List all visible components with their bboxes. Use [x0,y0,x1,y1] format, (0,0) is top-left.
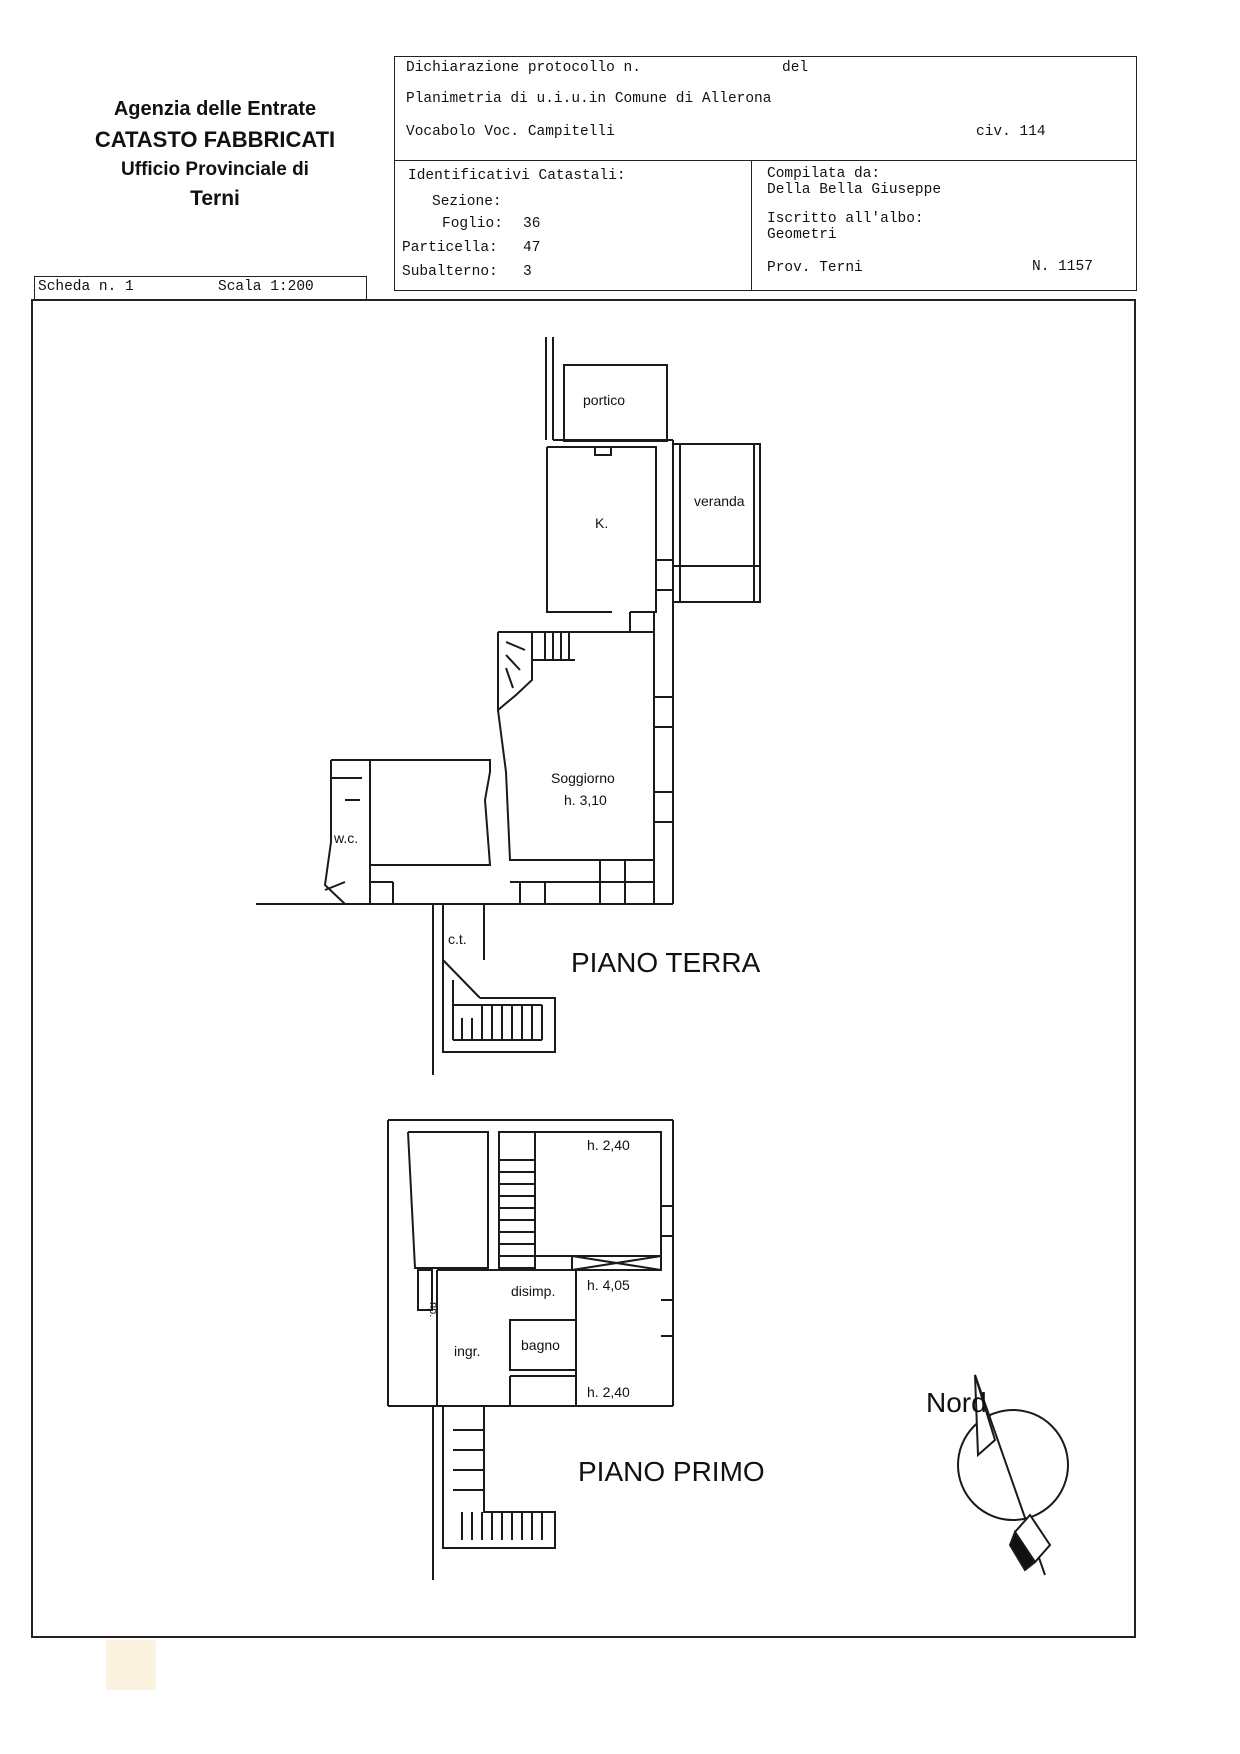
ground-floor-title: PIANO TERRA [571,947,761,978]
living-height: h. 3,10 [564,792,607,808]
living-label: Soggiorno [551,770,615,786]
particella-value: 47 [523,240,541,256]
office-city: Terni [190,187,240,210]
first-floor-walls [387,1119,674,1580]
drawing-frame [31,299,1136,1638]
scale-label: Scala 1:200 [218,279,314,295]
north-label: Nord [926,1387,987,1418]
agency-name: Agenzia delle Entrate [113,98,317,120]
foglio-value: 36 [523,216,541,232]
compiler-label: Compilata da: [767,166,881,182]
disimp-label: disimp. [511,1283,555,1299]
albo-label: Iscritto all'albo: [767,211,924,227]
wc-label: w.c. [333,830,358,846]
catasto-title: CATASTO FABBRICATI [94,127,336,152]
civic-number: civ. 114 [976,124,1046,140]
room-height-top: h. 2,40 [587,1137,630,1153]
compiler-box [751,160,1137,291]
ingr-label: ingr. [454,1343,480,1359]
subalterno-value: 3 [523,264,532,280]
identifiers-title: Identificativi Catastali: [408,168,626,184]
foglio-label: Foglio: [442,216,503,232]
portico-label: portico [583,392,625,408]
office-label: Ufficio Provinciale di [121,159,309,180]
registration-number: N. 1157 [1032,259,1093,275]
ground-floor-walls [256,337,761,1075]
sezione-label: Sezione: [432,194,502,210]
albo-value: Geometri [767,227,837,243]
north-compass-icon [957,1374,1069,1576]
color-swatch [106,1640,156,1690]
province-label: Prov. Terni [767,260,863,276]
scheda-number: Scheda n. 1 [38,279,134,295]
particella-label: Particella: [402,240,498,256]
address-line: Vocabolo Voc. Campitelli [406,124,615,140]
kitchen-label: K. [595,515,608,531]
subalterno-label: Subalterno: [402,264,498,280]
room-height-middle: h. 4,05 [587,1277,630,1293]
rip-label: rip. [427,1302,439,1317]
del-label: del [782,60,809,76]
agency-block: Agenzia delle Entrate CATASTO FABBRICATI… [60,94,370,214]
compiler-name: Della Bella Giuseppe [767,182,942,198]
room-height-bottom: h. 2,40 [587,1384,630,1400]
ct-label: c.t. [448,931,467,947]
veranda-label: veranda [694,493,745,509]
planimetry-line: Planimetria di u.i.u.in Comune di Allero… [406,91,772,107]
protocol-label: Dichiarazione protocollo n. [406,60,641,76]
bagno-label: bagno [521,1337,560,1353]
first-floor-title: PIANO PRIMO [578,1456,765,1487]
